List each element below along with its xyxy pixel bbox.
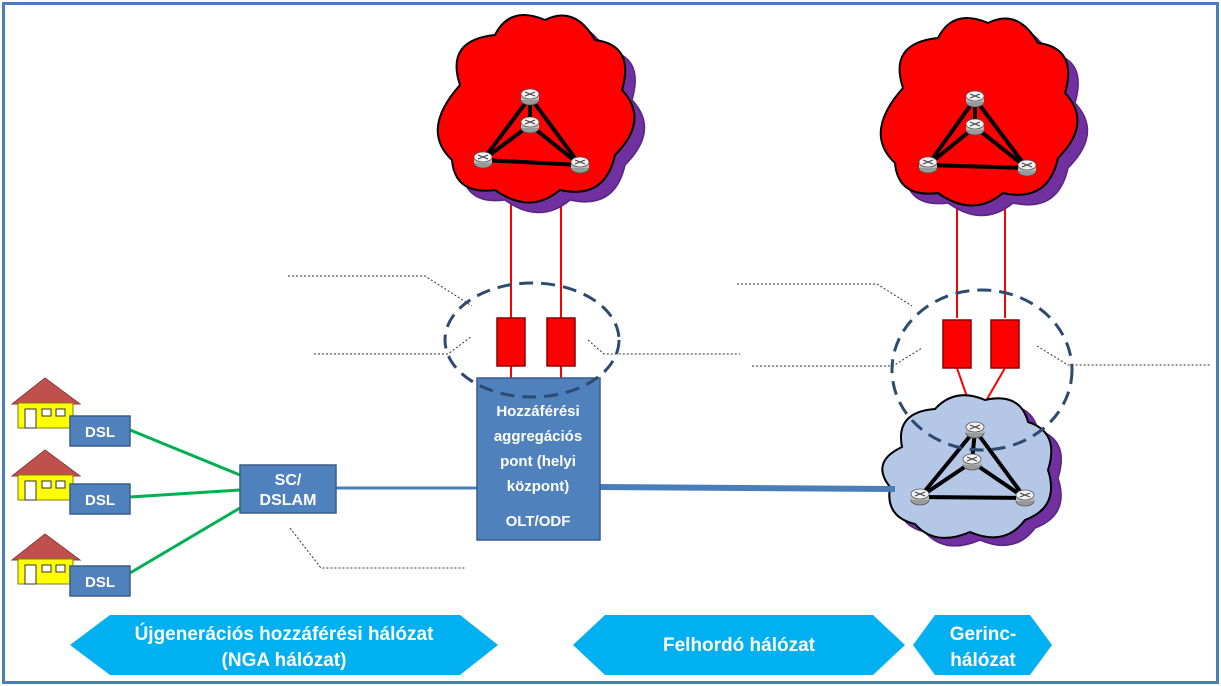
aggregation-line4: központ) xyxy=(507,478,569,495)
router-icon xyxy=(962,453,982,471)
fiber-links xyxy=(510,196,1006,421)
router-icon xyxy=(1017,159,1037,177)
aggregation-line2: aggregációs xyxy=(494,428,582,445)
leader-line xyxy=(289,527,465,569)
aggregation-uplink xyxy=(599,484,896,492)
leader-line xyxy=(752,347,923,367)
router-icon xyxy=(965,90,985,108)
banner-core: Gerinc- hálózat xyxy=(913,615,1052,675)
house-roof xyxy=(10,377,82,405)
router-icon xyxy=(965,118,985,136)
transceiver xyxy=(546,317,576,367)
house-1: DSL xyxy=(10,377,131,447)
router-icon xyxy=(520,88,540,106)
cloud-links xyxy=(913,428,1032,501)
transceivers xyxy=(496,317,1020,369)
dsl-modem xyxy=(69,565,131,597)
dslam-label-line1: SC/ xyxy=(275,472,302,489)
house-roof xyxy=(10,449,82,477)
aggregation-line1: Hozzáférési xyxy=(496,403,579,420)
access-lines xyxy=(129,428,241,575)
aggregation-point-box: Hozzáférési aggregációs pont (helyi közp… xyxy=(476,377,601,541)
house-2: DSL xyxy=(10,449,131,515)
banner-nga: Újgenerációs hozzáférési hálózat (NGA há… xyxy=(70,615,498,675)
banner-core-line2: hálózat xyxy=(950,650,1016,671)
transceiver xyxy=(990,319,1020,369)
core-cloud-right xyxy=(879,17,1089,217)
router-icon xyxy=(570,156,590,174)
leader-line xyxy=(1036,345,1210,366)
router-icon xyxy=(520,116,540,134)
leader-lines xyxy=(288,275,1210,569)
banner-nga-line1: Újgenerációs hozzáférési hálózat xyxy=(135,623,434,645)
leader-line xyxy=(314,335,473,355)
banner-backhaul: Felhordó hálózat xyxy=(573,615,905,675)
cloud-body xyxy=(436,14,636,204)
access-line xyxy=(129,488,241,499)
banner-backhaul-line1: Felhordó hálózat xyxy=(663,635,816,656)
aggregation-sub: OLT/ODF xyxy=(506,513,571,530)
dsl-label: DSL xyxy=(85,424,115,441)
leader-line xyxy=(288,275,473,307)
banner-nga-line2: (NGA hálózat) xyxy=(222,650,347,671)
access-line xyxy=(129,428,241,477)
backhaul-cloud xyxy=(881,394,1062,547)
interface-highlight-right xyxy=(890,288,1074,452)
router-icon xyxy=(473,151,493,169)
house-roof xyxy=(10,533,82,561)
dsl-modem xyxy=(69,483,131,515)
dsl-label: DSL xyxy=(85,574,115,591)
router-icon xyxy=(910,488,930,506)
banner-core-line1: Gerinc- xyxy=(950,624,1017,645)
core-cloud-left xyxy=(436,14,646,214)
dslam-label-line2: DSLAM xyxy=(260,492,317,509)
router-icon xyxy=(918,156,938,174)
dsl-modem xyxy=(69,415,131,447)
dsl-label: DSL xyxy=(85,492,115,509)
leader-line xyxy=(587,339,740,355)
house-3: DSL xyxy=(10,533,131,597)
access-line xyxy=(129,506,241,575)
cloud-body xyxy=(879,17,1079,207)
router-icon xyxy=(965,421,985,439)
transceiver xyxy=(496,317,526,367)
aggregation-line3: pont (helyi xyxy=(500,453,576,470)
leader-line xyxy=(737,283,913,307)
dslam-box: SC/ DSLAM xyxy=(239,464,337,514)
router-icon xyxy=(1015,489,1035,507)
interface-highlight-left xyxy=(443,281,621,399)
transceiver xyxy=(942,319,972,369)
